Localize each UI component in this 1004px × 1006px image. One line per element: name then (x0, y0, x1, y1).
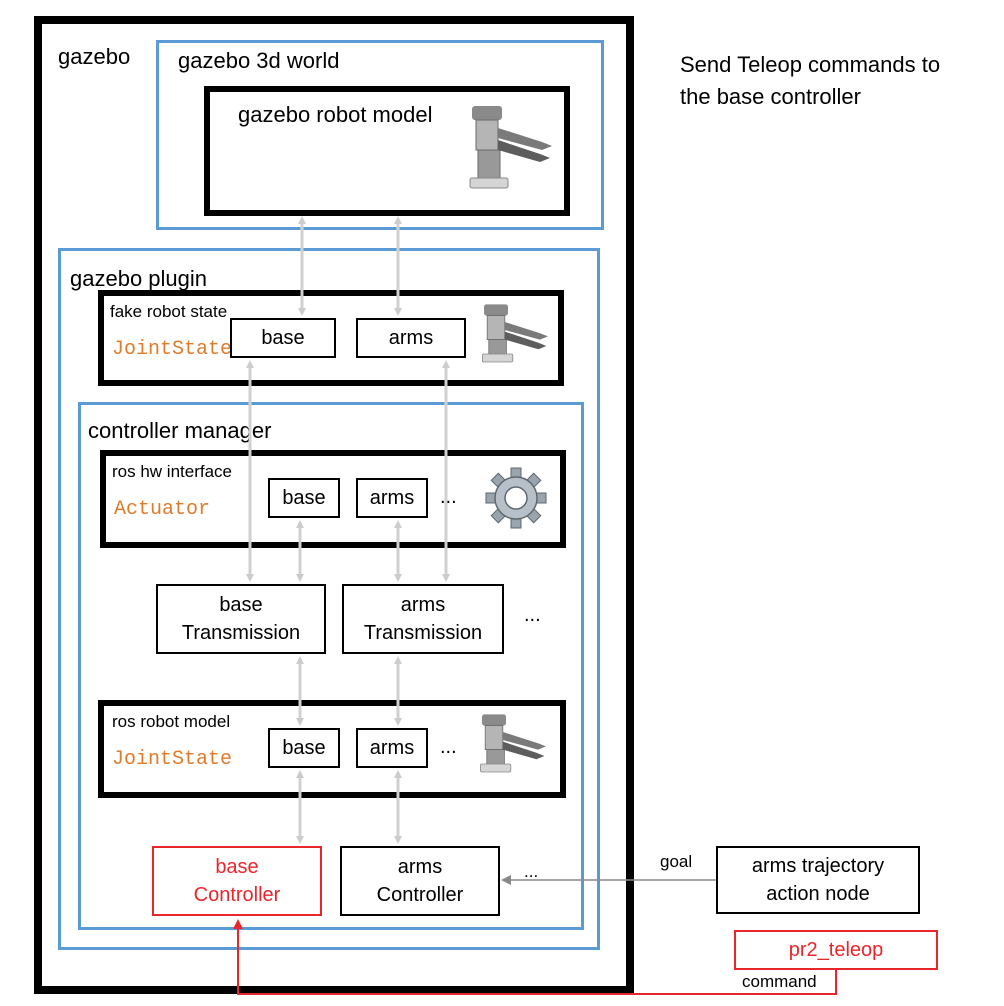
gazebo-3d-world (156, 40, 604, 230)
caption-line1: Send Teleop commands to (680, 52, 941, 77)
gear-icon (485, 467, 547, 529)
command-label: command (742, 972, 817, 991)
fake-state-label: fake robot state (110, 302, 228, 321)
gazebo-plugin (58, 248, 600, 950)
controller-ellipsis: ... (524, 862, 539, 881)
hw-base-box: base (268, 478, 340, 518)
transmission-ellipsis: ... (524, 604, 541, 626)
base-transmission-line1: base (219, 594, 263, 616)
arms-transmission: arms Transmission (342, 584, 504, 654)
teleop-label: pr2_teleop (788, 939, 884, 961)
ros-robot-model (98, 700, 566, 798)
controller-manager (78, 402, 584, 930)
arms-controller-line1: arms (397, 856, 443, 878)
controller-manager-label: controller manager (88, 418, 272, 443)
hw-interface-label: ros hw interface (112, 462, 232, 481)
arms-trajectory-action-node: arms trajectory action node (716, 846, 920, 914)
gazebo-frame (34, 16, 634, 994)
arms-controller: arms Controller (340, 846, 500, 916)
pr2-teleop: pr2_teleop (734, 930, 938, 970)
ros-hw-interface (100, 450, 566, 548)
rrm-arms-label: arms (369, 737, 415, 759)
ros-robot-model-label: ros robot model (112, 712, 231, 731)
arms-transmission-line1: arms (400, 594, 446, 616)
gazebo-label: gazebo (58, 44, 131, 69)
plugin-label: gazebo plugin (70, 266, 208, 291)
caption-line2: the base controller (680, 84, 861, 109)
base-controller-line2: Controller (193, 884, 281, 906)
fake-base-label: base (261, 327, 305, 349)
fake-arms-box: arms (356, 318, 466, 358)
rrm-base-label: base (282, 737, 326, 759)
rrm-base-box: base (268, 728, 340, 768)
traj-line1: arms trajectory (751, 855, 885, 877)
fake-arms-label: arms (388, 327, 434, 349)
gazebo-robot-model (204, 86, 570, 216)
command-arrow (233, 919, 837, 995)
base-transmission-line2: Transmission (181, 622, 301, 644)
robot-icon (480, 714, 546, 773)
rrm-ellipsis: ... (440, 736, 457, 758)
actuator-label: Actuator (114, 498, 211, 521)
rrm-arms-box: arms (356, 728, 428, 768)
hw-arms-box: arms (356, 478, 428, 518)
robot-model-label: gazebo robot model (238, 102, 433, 127)
fake-jointstate-label: JointState (112, 338, 233, 361)
base-controller: base Controller (152, 846, 322, 916)
fake-base-box: base (230, 318, 336, 358)
world-label: gazebo 3d world (178, 48, 340, 73)
traj-line2: action node (766, 883, 870, 905)
arms-controller-line2: Controller (376, 884, 464, 906)
hw-base-label: base (282, 487, 326, 509)
hw-arms-label: arms (369, 487, 415, 509)
ros-jointstate-label: JointState (112, 748, 233, 771)
robot-icon (469, 106, 552, 189)
base-transmission: base Transmission (156, 584, 326, 654)
goal-label: goal (660, 852, 693, 871)
robot-icon (482, 304, 548, 363)
fake-robot-state (98, 290, 564, 386)
base-controller-line1: base (215, 856, 259, 878)
arms-transmission-line2: Transmission (363, 622, 483, 644)
